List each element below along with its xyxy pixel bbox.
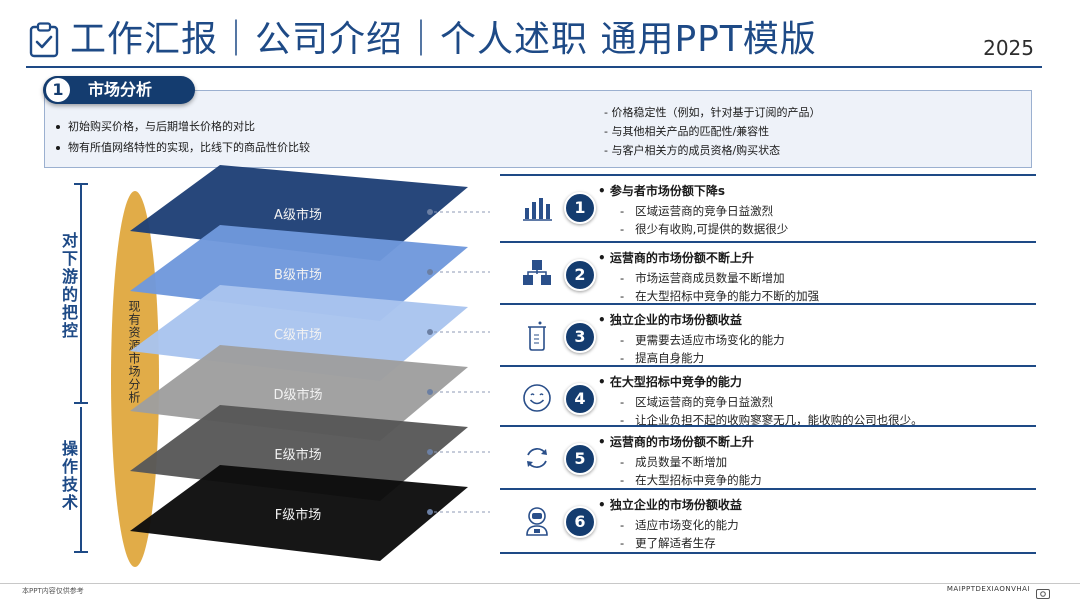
lower-bracket: [80, 407, 82, 552]
item-number-badge: 4: [564, 383, 596, 415]
bar-chart-icon: [520, 190, 554, 224]
upper-side-label: 对下游的把控: [59, 232, 78, 340]
clipboard-check-icon: [28, 22, 60, 58]
item-point: - 成员数量不断增加: [620, 455, 728, 469]
lower-side-label: 操作技术: [59, 440, 78, 512]
layer-label: A级市场: [274, 207, 322, 223]
item-point: - 市场运营商成员数量不断增加: [620, 271, 785, 285]
cubes-icon: [520, 257, 554, 291]
item-title: • 运营商的市场份额不断上升: [598, 435, 754, 449]
list-item: - 价格稳定性（例如，针对基于订阅的产品）: [604, 106, 821, 119]
page-title: 工作汇报｜公司介绍｜个人述职 通用PPT模版: [70, 19, 817, 60]
layer-label: D级市场: [273, 387, 322, 403]
item-title: • 参与者市场份额下降s: [598, 184, 726, 198]
item-divider: [500, 174, 1036, 176]
item-point: - 提高自身能力: [620, 351, 705, 365]
item-number-badge: 5: [564, 443, 596, 475]
item-title: • 运营商的市场份额不断上升: [598, 251, 754, 265]
layer-label: C级市场: [274, 327, 322, 343]
item-divider: [500, 488, 1036, 490]
item-number-badge: 6: [564, 506, 596, 538]
item-point: - 让企业负担不起的收购寥寥无几，能收购的公司也很少。: [620, 413, 923, 427]
connector-dot: [427, 509, 433, 515]
section-number: 1: [44, 76, 72, 104]
smile-icon: [520, 381, 554, 415]
item-divider: [500, 241, 1036, 243]
list-item: 物有所值网络特性的实现，比线下的商品性价比较: [56, 137, 310, 158]
layer-label: F级市场: [275, 507, 321, 523]
item-point: - 在大型招标中竞争的能力: [620, 473, 762, 487]
layer-label: B级市场: [274, 267, 322, 283]
layer-label: E级市场: [274, 447, 321, 463]
oval-label: 现有资源市场分析: [127, 300, 141, 404]
beaker-icon: [520, 319, 554, 353]
connector-dot: [427, 389, 433, 395]
list-item: - 与其他相关产品的匹配性/兼容性: [604, 125, 770, 138]
layer-shape: [130, 465, 468, 561]
panel-left-points: 初始购买价格，与后期增长价格的对比 物有所值网络特性的实现，比线下的商品性价比较: [56, 116, 310, 158]
astronaut-icon: [520, 504, 554, 538]
bracket-cap: [74, 183, 88, 185]
item-title: • 独立企业的市场份额收益: [598, 313, 742, 327]
market-layer: F级市场: [130, 465, 490, 561]
item-number-badge: 2: [564, 259, 596, 291]
item-title: • 独立企业的市场份额收益: [598, 498, 742, 512]
item-number-badge: 3: [564, 321, 596, 353]
market-item: 1• 参与者市场份额下降s - 区域运营商的竞争日益激烈 - 很少有收购,可提供的数…: [500, 174, 1036, 236]
footer-brand: MAIPPTDEXIAONVHAI: [946, 585, 1030, 593]
market-item: 4• 在大型招标中竞争的能力 - 区域运营商的竞争日益激烈 - 让企业负担不起的收购…: [500, 365, 1036, 427]
brand-icon: [1036, 584, 1050, 599]
refresh-icon: [520, 441, 554, 475]
bracket-cap: [74, 402, 88, 404]
item-point: - 在大型招标中竞争的能力不断的加强: [620, 289, 820, 303]
item-point: - 更了解适者生存: [620, 536, 716, 550]
panel-right-points: - 价格稳定性（例如，针对基于订阅的产品） - 与其他相关产品的匹配性/兼容性 …: [604, 103, 820, 160]
connector-dot: [427, 329, 433, 335]
market-item: 6• 独立企业的市场份额收益 - 适应市场变化的能力 - 更了解适者生存: [500, 488, 1036, 550]
upper-bracket: [80, 183, 82, 403]
market-analysis-panel: [44, 90, 1032, 168]
connector-dot: [427, 269, 433, 275]
list-item: 初始购买价格，与后期增长价格的对比: [56, 116, 310, 137]
connector-dot: [427, 449, 433, 455]
year-label: 2025: [983, 36, 1034, 60]
bracket-cap: [74, 551, 88, 553]
item-point: - 区域运营商的竞争日益激烈: [620, 395, 774, 409]
item-title: • 在大型招标中竞争的能力: [598, 375, 742, 389]
list-item: - 与客户相关方的成员资格/购买状态: [604, 144, 781, 157]
resource-oval: [111, 191, 159, 567]
market-item: 2• 运营商的市场份额不断上升 - 市场运营商成员数量不断增加 - 在大型招标中竞争…: [500, 241, 1036, 303]
connector-dot: [427, 209, 433, 215]
item-point: - 适应市场变化的能力: [620, 518, 739, 532]
footer-divider: [0, 583, 1080, 584]
item-point: - 很少有收购,可提供的数据很少: [620, 222, 789, 236]
market-item: 5• 运营商的市场份额不断上升 - 成员数量不断增加 - 在大型招标中竞争的能力: [500, 425, 1036, 487]
item-number-badge: 1: [564, 192, 596, 224]
header-divider: [26, 66, 1042, 68]
market-layers: A级市场 B级市场 C级市场 D级市场 E级市场 F级市场: [130, 165, 490, 561]
item-point: - 更需要去适应市场变化的能力: [620, 333, 785, 347]
item-divider: [500, 303, 1036, 305]
item-divider: [500, 552, 1036, 554]
item-divider: [500, 365, 1036, 367]
item-divider: [500, 425, 1036, 427]
market-item: 3• 独立企业的市场份额收益 - 更需要去适应市场变化的能力 - 提高自身能力: [500, 303, 1036, 365]
item-point: - 区域运营商的竞争日益激烈: [620, 204, 774, 218]
section-title: 市场分析: [88, 80, 153, 99]
footer-note: 本PPT内容仅供参考: [22, 587, 84, 595]
